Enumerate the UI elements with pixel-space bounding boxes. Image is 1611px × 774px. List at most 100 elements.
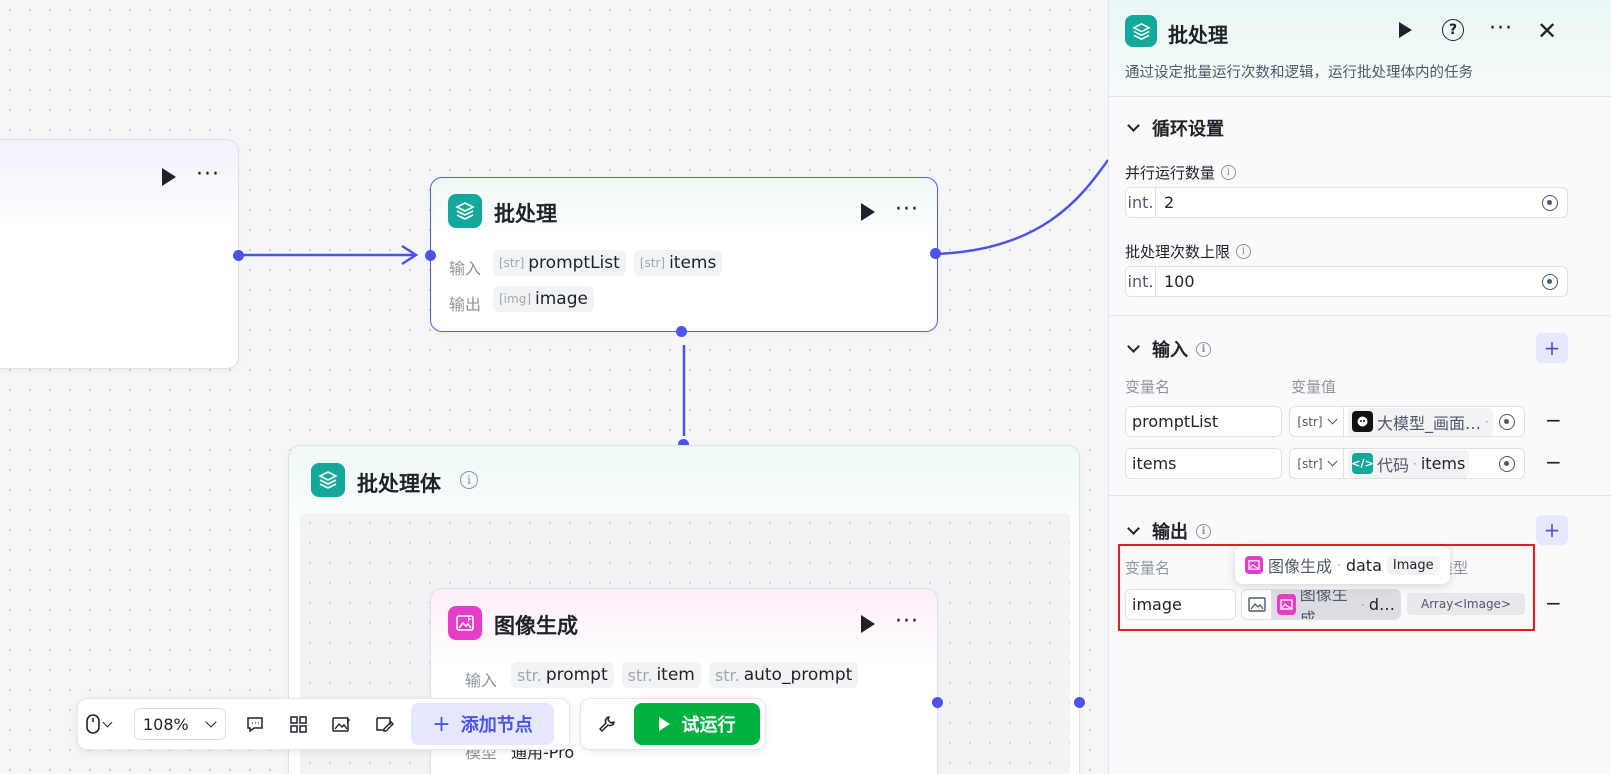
mouse-mode-button[interactable]: [86, 714, 128, 734]
play-icon: [861, 615, 875, 633]
input-section-header[interactable]: 输入 i: [1127, 336, 1211, 362]
input-tags: [str]promptList [str]items: [493, 250, 723, 276]
ref-tooltip: 图像生成 · data Image: [1235, 546, 1450, 584]
more-icon[interactable]: ···: [895, 609, 919, 634]
help-icon[interactable]: ?: [1442, 19, 1464, 41]
node-config-panel: 批处理 ? ··· ✕ 通过设定批量运行次数和逻辑，运行批处理体内的任务 循环设…: [1108, 0, 1611, 774]
variable-ref-chip[interactable]: </> 代码 · items: [1348, 449, 1470, 478]
grid-icon: [289, 715, 307, 733]
type-select[interactable]: [str]: [1290, 449, 1344, 478]
output-var-name-field[interactable]: image: [1125, 589, 1236, 620]
code-icon: </>: [1351, 453, 1374, 474]
ref-separator: ·: [1413, 456, 1417, 471]
left-node[interactable]: ···: [0, 139, 239, 369]
parallel-count-field[interactable]: int. 2: [1125, 187, 1568, 218]
output-section-header[interactable]: 输出 i: [1127, 518, 1211, 544]
info-icon[interactable]: i: [1196, 341, 1211, 357]
image-gen-icon: [1245, 556, 1263, 574]
output-port[interactable]: [930, 248, 941, 259]
comment-button[interactable]: [238, 707, 272, 741]
variable-ref-icon[interactable]: [1499, 455, 1515, 472]
ref-var-name: items: [1420, 454, 1466, 473]
info-icon[interactable]: i: [1221, 165, 1237, 180]
input-value-selector[interactable]: [str] 大模型_画面… ·: [1289, 406, 1525, 437]
variable-ref-icon[interactable]: [1542, 273, 1558, 290]
type-badge: Array<Image>: [1407, 593, 1525, 615]
output-port[interactable]: [932, 697, 943, 708]
chevron-down-icon: [1127, 522, 1140, 535]
more-icon[interactable]: ···: [895, 197, 919, 222]
play-icon: [861, 203, 875, 221]
layers-icon: [1125, 15, 1157, 47]
run-node-button[interactable]: [861, 615, 875, 633]
image-gen-icon: [1277, 594, 1296, 615]
variable-ref-icon[interactable]: [1499, 413, 1515, 430]
run-node-button[interactable]: [861, 203, 875, 221]
note-button[interactable]: [367, 707, 401, 741]
remove-input-button[interactable]: −: [1545, 450, 1562, 474]
info-icon[interactable]: i: [1196, 523, 1211, 539]
parallel-count-label: 并行运行数量 i: [1125, 162, 1237, 183]
field-value: 2: [1164, 193, 1175, 212]
body-port[interactable]: [676, 326, 687, 337]
input-value-selector[interactable]: [str] </> 代码 · items: [1289, 448, 1525, 479]
max-batch-field[interactable]: int. 100: [1125, 266, 1568, 297]
type-select[interactable]: [str]: [1290, 407, 1344, 436]
zoom-select[interactable]: 108%: [134, 708, 226, 740]
variable-ref-chip[interactable]: 图像生成 · d…: [1272, 590, 1400, 619]
run-toolbar: 试运行: [580, 698, 766, 750]
output-tags: [img]image: [493, 286, 594, 312]
output-tag: [img]image: [493, 286, 594, 312]
image-type-icon: [1242, 590, 1272, 619]
input-port[interactable]: [1074, 697, 1085, 708]
chevron-down-icon: [102, 717, 113, 727]
divider: [1109, 495, 1611, 496]
chevron-down-icon: [1127, 340, 1140, 353]
field-label-text: 批处理次数上限: [1125, 243, 1231, 261]
batch-node[interactable]: 批处理 ··· 输入 [str]promptList [str]items 输出…: [430, 177, 938, 332]
col-header-value: 变量值: [1291, 378, 1337, 396]
image-gen-icon: [448, 606, 482, 640]
add-node-button[interactable]: + 添加节点: [411, 703, 554, 745]
variable-ref-icon[interactable]: [1542, 194, 1558, 211]
input-var-name-field[interactable]: items: [1125, 448, 1282, 479]
add-node-label: 添加节点: [460, 715, 533, 736]
ref-node-name: 大模型_画面…: [1377, 413, 1482, 433]
more-icon[interactable]: ···: [196, 162, 220, 187]
play-icon: [1399, 22, 1412, 38]
llm-icon: [1352, 411, 1373, 432]
section-title: 输入: [1152, 340, 1188, 361]
info-icon[interactable]: i: [460, 471, 478, 489]
settings-button[interactable]: [590, 707, 624, 741]
chevron-down-icon: [1327, 456, 1338, 467]
remove-input-button[interactable]: −: [1545, 408, 1562, 432]
variable-ref-chip[interactable]: 大模型_画面… ·: [1348, 407, 1493, 436]
input-tag: str.prompt: [511, 662, 614, 688]
close-icon[interactable]: ✕: [1537, 17, 1558, 45]
highlight-box: [1118, 544, 1535, 631]
input-var-name-field[interactable]: promptList: [1125, 406, 1282, 437]
plus-icon: +: [432, 711, 451, 737]
col-header-name: 变量名: [1125, 559, 1171, 577]
tooltip-type-badge: Image: [1386, 555, 1440, 575]
divider: [1109, 96, 1611, 97]
add-input-button[interactable]: +: [1536, 333, 1568, 363]
input-port[interactable]: [425, 250, 436, 261]
image-button[interactable]: [324, 707, 358, 741]
type-prefix: [str]: [1297, 414, 1323, 429]
add-output-button[interactable]: +: [1536, 515, 1568, 545]
more-icon[interactable]: ···: [1489, 16, 1513, 41]
loop-section-header[interactable]: 循环设置: [1127, 115, 1224, 141]
chevron-down-icon: [1327, 414, 1338, 425]
output-port[interactable]: [233, 250, 244, 261]
run-node-button[interactable]: [162, 168, 176, 186]
layout-button[interactable]: [281, 707, 315, 741]
info-icon[interactable]: i: [1236, 244, 1252, 259]
section-title: 输出: [1152, 522, 1188, 543]
body-port[interactable]: [678, 439, 689, 450]
test-run-button[interactable]: 试运行: [634, 703, 760, 745]
output-value-selector[interactable]: 图像生成 · d…: [1241, 589, 1401, 620]
remove-output-button[interactable]: −: [1545, 591, 1562, 615]
run-node-button[interactable]: [1399, 22, 1412, 38]
type-prefix: [str]: [1297, 456, 1323, 471]
